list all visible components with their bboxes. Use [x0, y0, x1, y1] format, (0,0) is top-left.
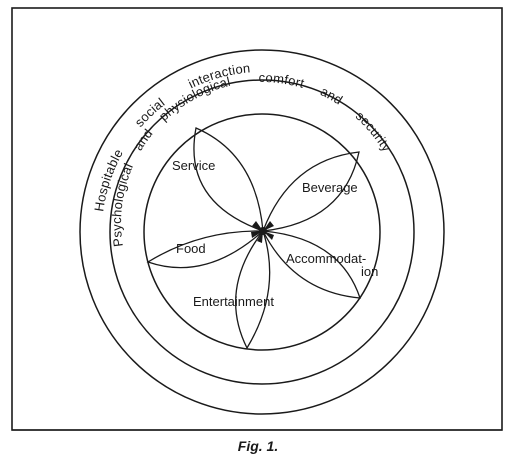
middle-ring-word-5: and: [318, 83, 345, 107]
label-accommodation-1: Accommodat-: [286, 251, 366, 266]
label-service: Service: [172, 158, 215, 173]
inner-ring: [143, 113, 381, 351]
petals: [146, 127, 361, 350]
petal-food: [146, 230, 265, 269]
figure-caption: Fig. 1.: [238, 438, 278, 454]
middle-ring-word-6: security: [353, 108, 395, 154]
middle-ring-text: Psychological and physiological comfort …: [109, 70, 395, 248]
label-beverage: Beverage: [302, 180, 358, 195]
petal-entertainment: [235, 229, 271, 350]
label-food: Food: [176, 241, 206, 256]
petal-accommodation: [261, 230, 361, 299]
middle-ring-word-4: comfort: [259, 70, 307, 91]
petal-beverage: [262, 151, 360, 232]
outer-ring: [79, 49, 445, 415]
centre-point: [259, 227, 267, 235]
middle-ring: [109, 79, 415, 385]
label-accommodation-2: ion: [361, 264, 378, 279]
figure-frame: [11, 7, 503, 431]
label-entertainment: Entertainment: [193, 294, 274, 309]
petal-service: [193, 127, 264, 232]
